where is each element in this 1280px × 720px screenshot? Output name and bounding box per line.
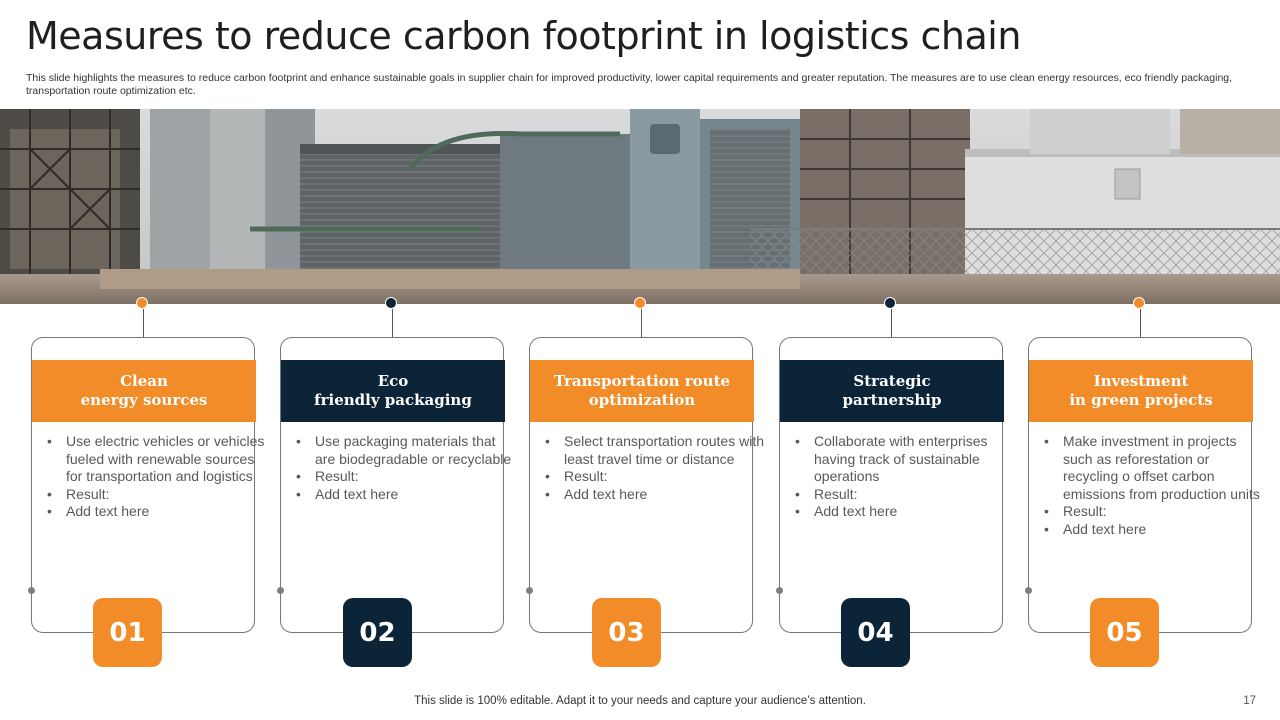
measure-card-3: Transportation route optimization Select… [529, 337, 764, 633]
card-edge-dot-5 [1025, 587, 1032, 594]
slide-subtitle: This slide highlights the measures to re… [26, 72, 1233, 97]
card-heading: Transportation route optimization [530, 360, 754, 422]
step-number-badge: 05 [1090, 598, 1159, 667]
timeline-dot-2 [385, 297, 397, 309]
list-item: Add text here [1044, 521, 1263, 539]
card-bullet-list: Collaborate with enterprises having trac… [794, 433, 1014, 521]
card-edge-dot-2 [277, 587, 284, 594]
card-heading: Investment in green projects [1029, 360, 1253, 422]
list-item: Add text here [47, 503, 266, 521]
list-item: Add text here [296, 486, 515, 504]
timeline-dot-3 [634, 297, 646, 309]
step-number-badge: 01 [93, 598, 162, 667]
timeline-dot-1 [136, 297, 148, 309]
card-edge-dot-3 [526, 587, 533, 594]
measure-card-4: Strategic partnership Collaborate with e… [779, 337, 1004, 633]
measure-card-1: Clean energy sources Use electric vehicl… [31, 337, 264, 633]
list-item: Select transportation routes with least … [545, 433, 764, 468]
card-heading: Eco friendly packaging [281, 360, 505, 422]
measure-card-2: Eco friendly packaging Use packaging mat… [280, 337, 511, 633]
card-bullet-list: Select transportation routes with least … [544, 433, 764, 503]
card-heading: Strategic partnership [780, 360, 1004, 422]
list-item: Result: [795, 486, 1014, 504]
list-item: Add text here [545, 486, 764, 504]
slide-title: Measures to reduce carbon footprint in l… [26, 14, 1021, 58]
list-item: Use packaging materials that are biodegr… [296, 433, 515, 468]
connector-line-3 [641, 309, 642, 337]
step-number-badge: 03 [592, 598, 661, 667]
card-edge-dot-4 [776, 587, 783, 594]
card-bullet-list: Use electric vehicles or vehicles fueled… [46, 433, 266, 521]
list-item: Result: [47, 486, 266, 504]
connector-line-5 [1140, 309, 1141, 337]
step-number-badge: 02 [343, 598, 412, 667]
list-item: Add text here [795, 503, 1014, 521]
list-item: Result: [545, 468, 764, 486]
card-bullet-list: Make investment in projects such as refo… [1043, 433, 1263, 538]
list-item: Result: [1044, 503, 1263, 521]
card-bullet-list: Use packaging materials that are biodegr… [295, 433, 515, 503]
page-number: 17 [1243, 695, 1256, 707]
timeline-dot-4 [884, 297, 896, 309]
connector-line-4 [891, 309, 892, 337]
list-item: Result: [296, 468, 515, 486]
list-item: Collaborate with enterprises having trac… [795, 433, 1014, 486]
connector-line-1 [143, 309, 144, 337]
slide-footer: This slide is 100% editable. Adapt it to… [414, 695, 866, 707]
step-number-badge: 04 [841, 598, 910, 667]
measure-card-5: Investment in green projects Make invest… [1028, 337, 1260, 633]
connector-line-2 [392, 309, 393, 337]
industrial-plant-photo [0, 109, 1280, 304]
list-item: Use electric vehicles or vehicles fueled… [47, 433, 266, 486]
timeline-dot-5 [1133, 297, 1145, 309]
card-edge-dot-1 [28, 587, 35, 594]
list-item: Make investment in projects such as refo… [1044, 433, 1263, 503]
card-heading: Clean energy sources [32, 360, 256, 422]
